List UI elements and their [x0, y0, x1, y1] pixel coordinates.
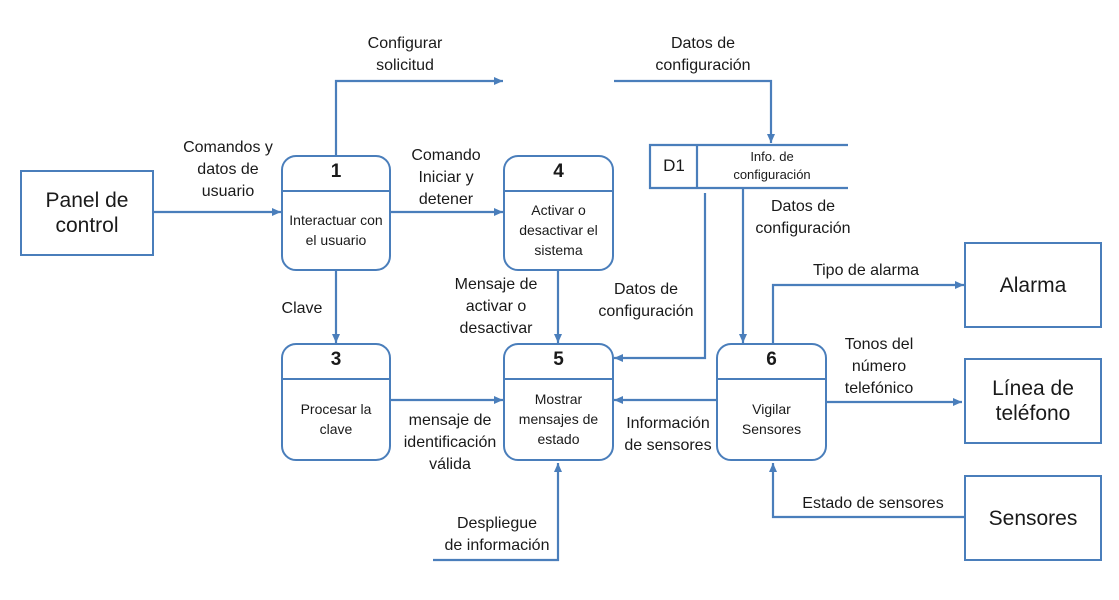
- flow-configurar: [334, 77, 503, 155]
- process-4: 4 Activar o desactivar el sistema: [503, 155, 614, 271]
- flow-label-datos-right: Datos de configuración: [755, 198, 851, 237]
- process-divider: [283, 190, 389, 192]
- process-label: Procesar la clave: [300, 401, 372, 437]
- flow-label-comandos: Comandos y datos de usuario: [183, 139, 273, 200]
- flow-datos-left: [614, 193, 707, 362]
- data-store-id: D1: [663, 156, 685, 175]
- process-label: Vigilar Sensores: [741, 401, 802, 437]
- flow-estado-sensores: [769, 463, 964, 519]
- process-divider: [505, 378, 612, 380]
- flow-label-comando-iniciar: Comando Iniciar y detener: [411, 147, 481, 208]
- process-number: 1: [330, 161, 342, 182]
- entity-alarma: Alarma: [964, 242, 1102, 328]
- process-3: 3 Procesar la clave: [281, 343, 391, 461]
- entity-label: Alarma: [999, 273, 1067, 297]
- flow-tipo-alarma: [771, 281, 964, 343]
- flow-label-despliegue: Despliegue de información: [444, 515, 550, 554]
- process-label: Mostrar mensajes de estado: [518, 391, 599, 447]
- process-number: 4: [553, 161, 564, 182]
- entity-label: Panel de control: [45, 189, 129, 237]
- flow-datos-top: [614, 79, 775, 143]
- process-divider: [505, 190, 612, 192]
- process-6: 6 Vigilar Sensores: [716, 343, 827, 461]
- flow-label-datos-left: Datos de configuración: [598, 281, 694, 320]
- flow-label-estado-sensores: Estado de sensores: [802, 495, 944, 512]
- flow-label-datos-top: Datos de configuración: [655, 35, 751, 74]
- flow-label-clave: Clave: [281, 300, 323, 317]
- process-divider: [283, 378, 389, 380]
- data-store-label: Info. de configuración: [733, 149, 811, 182]
- flow-label-configurar: Configurar solicitud: [367, 35, 443, 74]
- process-number: 3: [330, 349, 342, 370]
- flow-label-info-sensores: Información de sensores: [624, 415, 712, 454]
- process-1: 1 Interactuar con el usuario: [281, 155, 391, 271]
- entity-panel-de-control: Panel de control: [20, 170, 154, 256]
- entity-linea-de-telefono: Línea de teléfono: [964, 358, 1102, 444]
- flow-label-tipo-alarma: Tipo de alarma: [812, 262, 920, 279]
- process-5: 5 Mostrar mensajes de estado: [503, 343, 614, 461]
- entity-sensores: Sensores: [964, 475, 1102, 561]
- entity-label: Línea de teléfono: [992, 377, 1074, 425]
- flow-label-mensaje-ident: mensaje de identificación válida: [403, 412, 497, 473]
- flow-label-mensaje-activar: Mensaje de activar o desactivar: [454, 276, 538, 337]
- process-divider: [718, 378, 825, 380]
- process-number: 5: [553, 349, 564, 370]
- process-label: Interactuar con el usuario: [289, 212, 383, 248]
- entity-label: Sensores: [988, 506, 1078, 530]
- process-number: 6: [766, 349, 777, 370]
- data-store-outline: [648, 143, 848, 190]
- flow-label-tonos: Tonos del número telefónico: [844, 336, 914, 397]
- process-label: Activar o desactivar el sistema: [519, 202, 598, 258]
- flow-despliegue: [433, 463, 562, 562]
